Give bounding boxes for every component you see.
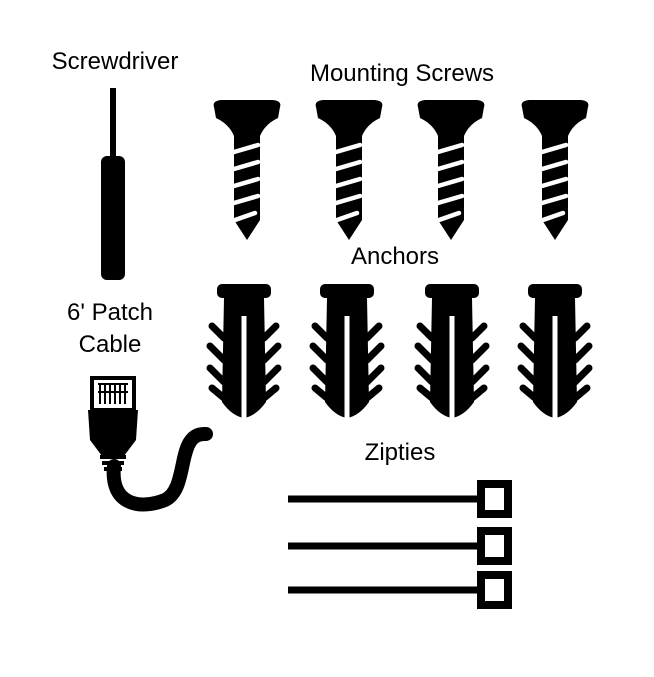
screwdriver-label: Screwdriver	[51, 48, 179, 75]
mounting-screws-group	[214, 100, 589, 240]
anchor-icon	[521, 284, 589, 420]
screw-icon	[316, 100, 383, 240]
patch-cable-label-line1: 6' Patch	[67, 299, 153, 326]
anchor-icon	[210, 284, 278, 420]
anchor-icon	[313, 284, 381, 420]
screw-icon	[522, 100, 589, 240]
anchors-label: Anchors	[350, 243, 440, 270]
screw-icon	[418, 100, 485, 240]
anchor-icon	[418, 284, 486, 420]
anchors-group	[210, 284, 589, 420]
mounting-screws-label: Mounting Screws	[309, 60, 495, 87]
ziptie-icon	[288, 484, 508, 514]
patch-cable-label-line2: Cable	[78, 331, 142, 358]
zipties-label: Zipties	[364, 439, 436, 466]
patch-cable-icon	[88, 376, 213, 512]
patch-cable-label: 6' Patch Cable	[40, 297, 180, 361]
ziptie-icon	[288, 575, 508, 605]
zipties-group	[288, 484, 508, 605]
screwdriver-icon	[101, 88, 125, 280]
ziptie-icon	[288, 531, 508, 561]
screw-icon	[214, 100, 281, 240]
